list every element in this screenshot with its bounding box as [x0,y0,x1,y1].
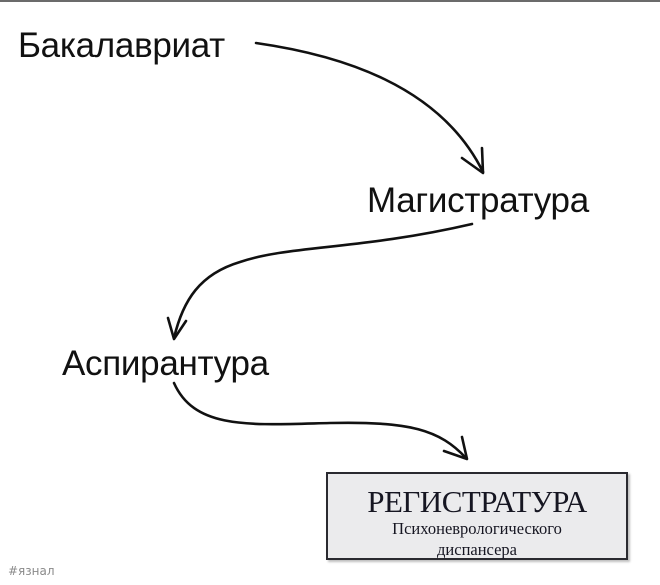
arrow-master-to-phd-icon [166,222,474,341]
arrow-bachelor-to-master-icon [254,41,485,175]
top-border [0,0,660,2]
arrow-phd-to-registry-icon [172,381,469,461]
registry-sign: РЕГИСТРАТУРА Психоневрологического диспа… [326,472,628,560]
step-bachelor-label: Бакалавриат [18,26,225,65]
step-phd-label: Аспирантура [62,344,269,383]
sign-subtitle-line2: диспансера [437,540,517,559]
sign-title: РЕГИСТРАТУРА [367,484,587,519]
step-master-label: Магистратура [367,181,589,220]
watermark-hashtag: #язнал [8,564,55,578]
sign-subtitle-line1: Психоневрологического [392,519,562,538]
